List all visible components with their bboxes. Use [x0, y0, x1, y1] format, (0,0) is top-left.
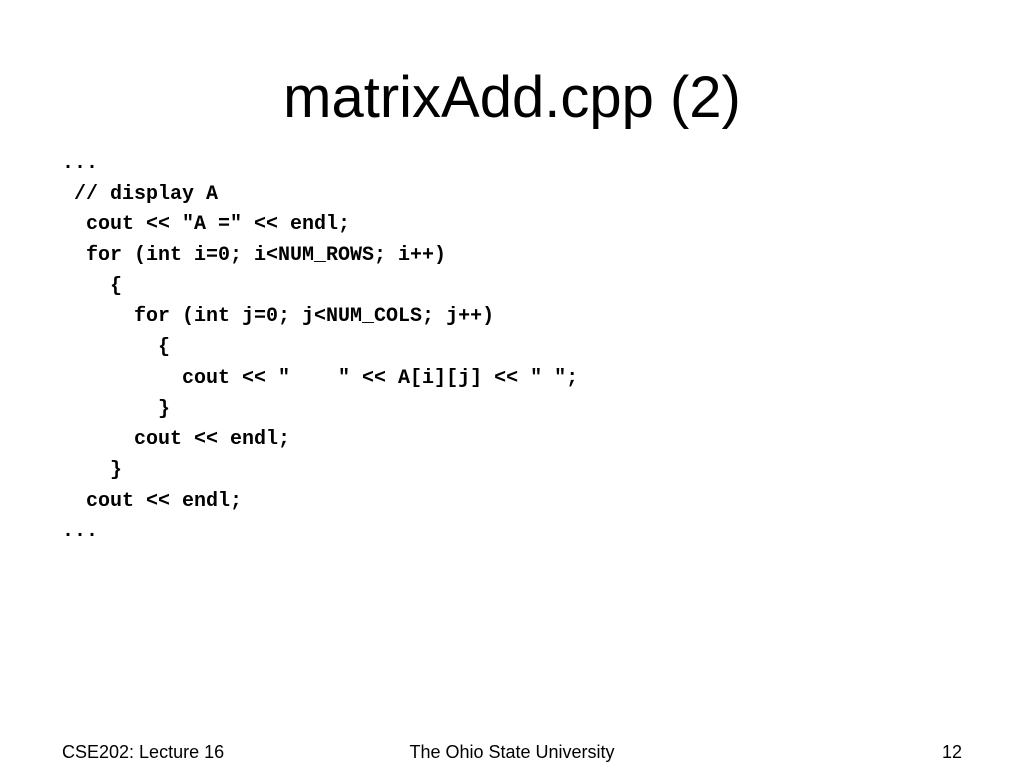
code-line: ...: [62, 152, 99, 175]
code-line: }: [62, 397, 171, 421]
code-line: }: [62, 458, 123, 482]
footer-institution: The Ohio State University: [409, 742, 615, 762]
code-line: ...: [62, 520, 99, 544]
code-line: cout << endl;: [62, 428, 291, 452]
code-line: cout << " " << A[i][j] << " ";: [62, 366, 579, 390]
code-line: {: [62, 336, 171, 360]
code-line: cout << "A =" << endl;: [62, 213, 351, 237]
slide-title: matrixAdd.cpp (2): [283, 65, 741, 130]
footer-course: CSE202: Lecture 16: [62, 742, 225, 762]
footer-page-number: 12: [941, 742, 962, 762]
code-line: for (int j=0; j<NUM_COLS; j++): [62, 305, 495, 329]
code-line: {: [62, 274, 123, 298]
code-line: for (int i=0; i<NUM_ROWS; i++): [62, 244, 447, 268]
code-block: ... // display A cout << "A =" << endl; …: [62, 149, 578, 548]
code-line: cout << endl;: [62, 489, 243, 513]
code-line: // display A: [62, 182, 219, 206]
